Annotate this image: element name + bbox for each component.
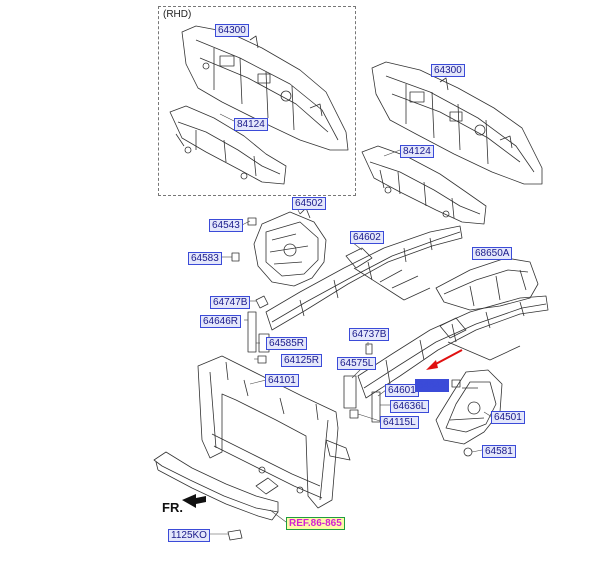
part-label-64501[interactable]: 64501 [491,411,525,424]
part-label-64115l[interactable]: 64115L [380,416,419,429]
part-label-64602[interactable]: 64602 [350,231,384,244]
part-label-68650a[interactable]: 68650A [472,247,513,260]
part-label-64543[interactable]: 64543 [209,219,243,232]
right-side-member-drawing [357,295,549,399]
bracket-64646r-drawing [247,311,257,353]
left-side-member-drawing [265,225,463,331]
apron-panel-68650a-drawing [435,257,539,311]
plate-64115l-drawing [349,409,359,419]
nut-64581-drawing [463,447,473,457]
part-label-64101[interactable]: 64101 [265,374,299,387]
part-label-64575l[interactable]: 64575L [337,357,377,370]
clip-64747b-drawing [255,295,269,309]
part-label-64125r[interactable]: 64125R [281,354,323,367]
bracket-64575l-drawing [343,375,357,409]
part-label-1125ko[interactable]: 1125KO [168,529,210,542]
clip-64737b-drawing [365,343,373,355]
plate-64125r-drawing [257,355,267,364]
part-label-64646r[interactable]: 64646R [200,315,242,328]
bolt-64543-selected-drawing [451,379,461,388]
rhd-inset-label: (RHD) [163,9,192,20]
front-direction-label: FR. [162,500,183,515]
part-label-64737b[interactable]: 64737B [349,328,390,341]
part-label-rhd-64300[interactable]: 64300 [215,24,249,37]
bracket-64636l-drawing [371,391,381,423]
selection-pointer-arrow [426,349,463,370]
part-label-64583[interactable]: 64583 [188,252,222,265]
radiator-support-drawing [197,355,351,509]
part-label-64581[interactable]: 64581 [482,445,516,458]
rhd-cowl-drawing [169,105,287,185]
bolt-64543-drawing [247,217,257,226]
nut-64583-drawing [231,252,240,262]
dash-panel-drawing [371,61,543,185]
left-wheelhouse-drawing [253,207,327,287]
part-label-64543-selected[interactable]: 64543 [415,379,449,392]
part-label-64300[interactable]: 64300 [431,64,465,77]
bumper-beam-drawing [153,451,279,521]
screw-1125ko-drawing [227,529,243,541]
part-label-rhd-84124[interactable]: 84124 [234,118,268,131]
reference-link-86-865[interactable]: REF.86-865 [286,517,345,530]
part-label-64585r[interactable]: 64585R [266,337,308,350]
part-label-64636l[interactable]: 64636L [390,400,430,413]
part-label-64747b[interactable]: 64747B [210,296,251,309]
rhd-dash-panel-drawing [181,25,349,151]
part-label-64601[interactable]: 64601 [385,384,419,397]
rhd-inset-frame [158,6,356,196]
part-label-64502[interactable]: 64502 [292,197,326,210]
front-direction-arrow [182,494,206,508]
part-label-84124[interactable]: 84124 [400,145,434,158]
